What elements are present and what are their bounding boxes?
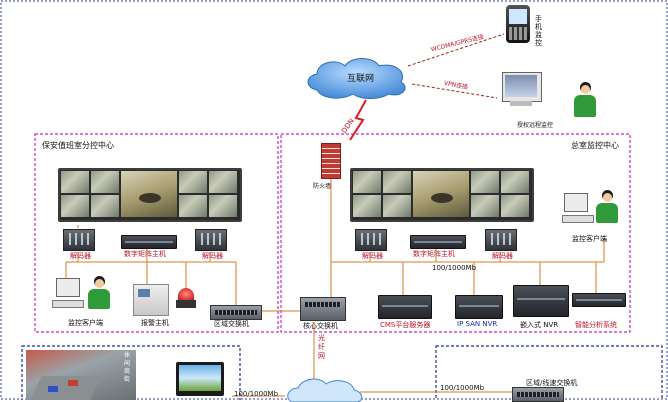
- fiber-label: 光纤网: [318, 334, 325, 360]
- mobile-phone-icon: [506, 5, 530, 43]
- vpn-link: [411, 83, 498, 99]
- remote-monitor-pc: [500, 72, 544, 108]
- bottom-area-switch: [512, 387, 564, 402]
- core-switch-label: 核心交换机: [303, 322, 338, 330]
- mobile-monitor-label: 手机监控: [535, 15, 542, 47]
- internet-cloud: 互联网: [303, 54, 413, 100]
- core-switch-device: [300, 297, 346, 321]
- bottom-left-zone-border: [21, 345, 241, 400]
- wcdma-link: [407, 33, 505, 67]
- left-decoder-a-label: 解码器: [70, 252, 91, 260]
- ipsan-nvr-label: IP SAN NVR: [457, 320, 498, 328]
- analysis-system-device: [572, 293, 626, 307]
- cms-server-device: [378, 295, 432, 319]
- left-matrix-host: [121, 235, 177, 249]
- left-zone-border: [34, 133, 279, 333]
- left-operator-person: [86, 276, 112, 312]
- alarm-siren-icon: [176, 288, 196, 310]
- left-client-label: 监控客户端: [68, 319, 103, 327]
- left-decoder-a: [63, 229, 95, 251]
- left-zone-title: 保安值班室分控中心: [42, 141, 114, 150]
- fiber-cloud: [284, 378, 364, 402]
- right-operator-person: [594, 190, 620, 226]
- right-client-label: 监控客户端: [572, 235, 607, 243]
- left-client-pc: [52, 278, 84, 308]
- right-video-wall: [350, 168, 534, 222]
- embedded-nvr-device: [513, 285, 569, 317]
- ddn-link: [349, 99, 367, 141]
- analysis-system-label: 智能分析系统: [575, 321, 617, 329]
- right-decoder-b-label: 解码器: [492, 252, 513, 260]
- right-matrix-label: 数字矩阵主机: [413, 250, 455, 258]
- bottom-right-zone-border: [435, 345, 663, 400]
- right-decoder-b: [485, 229, 517, 251]
- right-decoder-a: [355, 229, 387, 251]
- firewall-icon: [321, 143, 341, 179]
- right-zone-border: [280, 133, 631, 333]
- street-sign-text: 休 闲 商 街: [124, 352, 131, 383]
- bottom-area-switch-label: 区域/线速交换机: [526, 379, 578, 387]
- left-decoder-b-label: 解码器: [202, 252, 223, 260]
- firewall-label: 防火墙: [313, 183, 332, 190]
- cms-server-label: CMS平台服务器: [380, 321, 431, 329]
- right-client-pc: [562, 193, 594, 223]
- left-decoder-b: [195, 229, 227, 251]
- alarm-host-icon: [133, 284, 169, 316]
- right-bandwidth-label: 100/1000Mb: [432, 264, 477, 272]
- alarm-host-label: 报警主机: [141, 319, 169, 327]
- right-matrix-host: [410, 235, 466, 249]
- internet-label: 互联网: [347, 74, 375, 84]
- remote-monitor-label: 授权远程监控: [517, 122, 554, 129]
- right-zone-title: 总室监控中心: [571, 141, 619, 150]
- bottom-bw-right: 100/1000Mb: [440, 384, 485, 392]
- ipsan-nvr-device: [455, 295, 503, 319]
- left-area-switch-label: 区域交换机: [214, 320, 249, 328]
- bottom-bw-left: 100/1000Mb: [234, 390, 279, 398]
- bottom-monitor: [176, 362, 224, 396]
- remote-operator-person: [570, 82, 600, 122]
- right-decoder-a-label: 解码器: [362, 252, 383, 260]
- left-area-switch: [210, 305, 262, 320]
- left-matrix-label: 数字矩阵主机: [124, 250, 166, 258]
- street-camera-photo: [26, 350, 136, 400]
- embedded-nvr-label: 嵌入式 NVR: [520, 321, 559, 329]
- left-video-wall: [58, 168, 242, 222]
